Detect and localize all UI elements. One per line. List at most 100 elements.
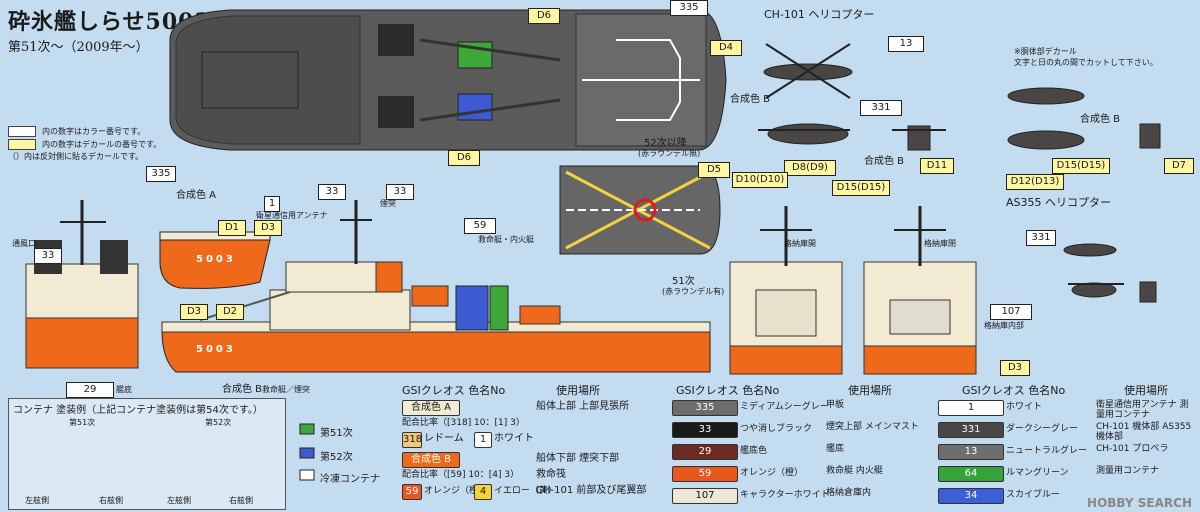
color-318-name: レドーム — [424, 433, 464, 444]
color-chip: 107 — [672, 488, 738, 504]
color-use: 甲板 — [826, 400, 845, 410]
container-panel: コンテナ 塗装例（上記コンテナ塗装例は第54次です。） 第51次 第52次 左舷… — [8, 398, 286, 510]
color-chip: 335 — [672, 400, 738, 416]
label-boats: 救命艇・内火艇 — [478, 235, 534, 244]
label-mix-b: 合成色 B — [222, 384, 263, 395]
callout-331: 331 — [860, 100, 902, 116]
callout-d11: D11 — [920, 158, 954, 174]
container-port: 左舷側 — [25, 496, 49, 505]
color-chip: 34 — [938, 488, 1004, 504]
col-header: 使用場所 — [1124, 384, 1168, 397]
color-use: 煙突上部 メインマスト — [826, 422, 919, 432]
color-name: つや消しブラック — [740, 424, 813, 434]
color-name: 艦底色 — [740, 446, 768, 456]
label-exhaust: 通風口 — [12, 239, 36, 248]
color-use: 衛星通信用アンテナ 測量用コンテナ — [1096, 400, 1189, 420]
callout-d6: D6 — [528, 8, 560, 24]
callout-d3: D3 — [1000, 360, 1030, 376]
callout-d5: D5 — [698, 162, 730, 178]
color-318-chip: 318 — [402, 432, 422, 448]
color-name: ミディアムシーグレー — [740, 402, 829, 412]
color-chip: 59 — [672, 466, 738, 482]
use-mix-a: 船体上部 上部見張所 — [536, 401, 630, 412]
callout-d7: D7 — [1164, 158, 1194, 174]
callout-335: 335 — [670, 0, 708, 16]
callout-1: 1 — [264, 196, 280, 212]
note-52b: (赤ラウンデル無) — [638, 149, 701, 158]
callout-59: 59 — [464, 218, 496, 234]
ship-top-view — [169, 9, 727, 151]
label-mix-a: 合成色 A — [176, 190, 217, 201]
color-1-name: ホワイト — [494, 433, 534, 444]
callout-d10: D10(D10) — [732, 172, 788, 188]
label-antenna: 衛星通信用アンテナ — [256, 211, 328, 220]
stern-view-closed — [863, 206, 977, 375]
color-use: CH-101 プロペラ — [1096, 444, 1169, 454]
color-chip: 33 — [672, 422, 738, 438]
color-use: 格納倉庫内 — [826, 488, 872, 498]
legend-decal-number: 内の数字はデカールの番号です。 — [8, 139, 161, 150]
callout-29: 29 — [66, 382, 114, 398]
heli-title: CH-101 ヘリコプター — [764, 8, 875, 21]
color-use: 救命艇 内火艇 — [826, 466, 883, 476]
callout-331: 331 — [1026, 230, 1056, 246]
ch101-helicopter-icon — [758, 43, 1161, 151]
mix-a-chip: 合成色 A — [402, 400, 460, 416]
ship-side-view — [161, 200, 711, 373]
note-52: 52次以降 — [644, 138, 687, 149]
label-bow: 艦底 — [116, 385, 132, 394]
color-use: 測量用コンテナ — [1096, 466, 1160, 476]
callout-33: 33 — [34, 248, 62, 264]
color-name: スカイブルー — [1006, 490, 1061, 500]
callout-d1: D1 — [218, 220, 246, 236]
color-59-chip: 59 — [402, 484, 422, 500]
callout-d3: D3 — [180, 304, 208, 320]
callout-335: 335 — [146, 166, 176, 182]
as355-helicopter-icon — [1063, 243, 1157, 303]
col-header: GSIクレオス 色名No — [402, 384, 506, 397]
callout-d12: D12(D13) — [1006, 174, 1064, 190]
use-mix-b: 船体下部 煙突下部 — [536, 453, 620, 464]
color-use: CH-101 機体部 AS355 機体部 — [1096, 422, 1192, 442]
heli2-title: AS355 ヘリコプター — [1006, 196, 1111, 209]
mix-b-ratio: 配合比率（[59] 10：[4] 3） — [402, 470, 520, 480]
callout-33: 33 — [386, 184, 414, 200]
color-chip: 64 — [938, 466, 1004, 482]
legend-text: 内の数字はカラー番号です。 — [42, 127, 146, 136]
note-51: 51次 — [672, 276, 695, 287]
color-use: 艦底 — [826, 444, 845, 454]
label-mix-b: 合成色 B — [1080, 114, 1121, 125]
legend-reverse: （）内は反対側に貼るデカールです。 — [8, 151, 143, 162]
col-header: GSIクレオス 色名No — [962, 384, 1066, 397]
callout-d8: D8(D9) — [784, 160, 836, 176]
legend-text: （）内は反対側に貼るデカールです。 — [8, 152, 144, 161]
color-4-name: イエロー（黄） — [494, 486, 557, 496]
label-mix-b: 合成色 B — [864, 156, 905, 167]
callout-d15: D15(D15) — [1052, 158, 1110, 174]
color-name: ニュートラルグレー — [1006, 446, 1088, 456]
label-lifeboat: 救命艇／煙突 — [262, 385, 310, 394]
callout-d4: D4 — [710, 40, 742, 56]
use-mix-b: CH-101 前部及び尾翼部 — [536, 485, 647, 496]
legend-color-number: 内の数字はカラー番号です。 — [8, 126, 145, 137]
page-subtitle: 第51次〜（2009年〜） — [8, 40, 149, 55]
white-swatch-icon — [8, 126, 36, 137]
callout-13: 13 — [888, 36, 924, 52]
container-stbd: 右舷側 — [229, 496, 253, 505]
note-51b: (赤ラウンデル有) — [662, 287, 725, 296]
ship-front-view — [25, 200, 139, 369]
color-name: ルマングリーン — [1006, 468, 1069, 478]
callout-107: 107 — [990, 304, 1032, 320]
callout-d15: D15(D15) — [832, 180, 890, 196]
helipad-view — [559, 165, 721, 255]
container-group-52: 第52次 — [205, 418, 232, 427]
label-hangar-closed: 格納庫閉 — [924, 239, 956, 248]
hull-number: 5003 — [196, 254, 236, 265]
legend-51: 第51次 — [320, 428, 353, 439]
container-title: コンテナ 塗装例（上記コンテナ塗装例は第54次です。） — [13, 405, 263, 416]
callout-d3: D3 — [254, 220, 282, 236]
use-mix-b: 救命筏 — [536, 469, 566, 480]
color-chip: 1 — [938, 400, 1004, 416]
container-stbd: 右舷側 — [99, 496, 123, 505]
callout-d6: D6 — [448, 150, 480, 166]
